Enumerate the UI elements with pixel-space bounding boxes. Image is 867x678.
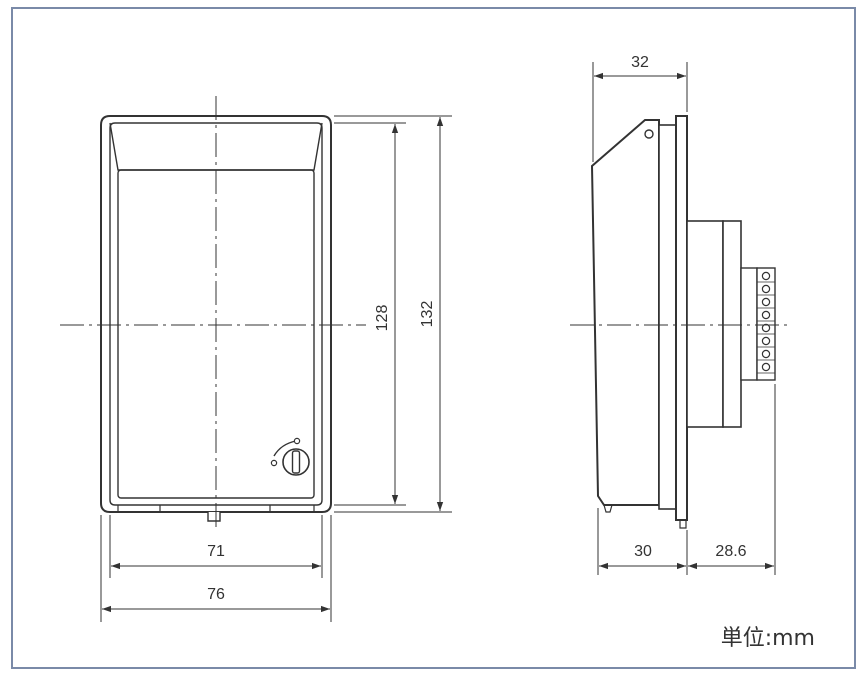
terminal-screw-icon: [761, 310, 771, 320]
front-dimensions: [100, 115, 452, 622]
screw-hole-icon: [644, 129, 654, 139]
terminal-screw-icon: [761, 323, 771, 333]
side-plate-front: [658, 124, 677, 510]
side-body: [590, 119, 660, 506]
terminal-screw-icon: [761, 362, 771, 372]
side-dimensions: [592, 62, 776, 575]
front-bottom-tab: [207, 512, 221, 522]
dim-label-28-6: 28.6: [715, 543, 746, 560]
dim-label-32: 32: [631, 54, 649, 71]
side-plate: [675, 115, 688, 521]
dim-label-128: 128: [374, 305, 391, 332]
terminal-screw-icon: [761, 271, 771, 281]
terminal-screw-icon: [761, 349, 771, 359]
side-plate-tab: [679, 520, 687, 529]
dim-label-76: 76: [207, 586, 225, 603]
dim-label-30: 30: [634, 543, 652, 560]
back-module-rear: [722, 220, 742, 428]
knob-icon: [270, 437, 310, 476]
side-view: [590, 115, 776, 529]
side-bottom-hook: [603, 504, 613, 513]
terminal-screw-icon: [761, 284, 771, 294]
dim-label-71: 71: [207, 543, 225, 560]
back-module-front: [686, 220, 724, 428]
terminal-screw-icon: [761, 297, 771, 307]
front-view: [60, 96, 366, 530]
dim-label-132: 132: [419, 301, 436, 328]
terminal-screw-icon: [761, 336, 771, 346]
front-outer-body: [100, 115, 332, 513]
terminal-block: [740, 267, 758, 381]
unit-label: 単位:mm: [721, 626, 815, 651]
terminal-screws: [757, 271, 775, 374]
